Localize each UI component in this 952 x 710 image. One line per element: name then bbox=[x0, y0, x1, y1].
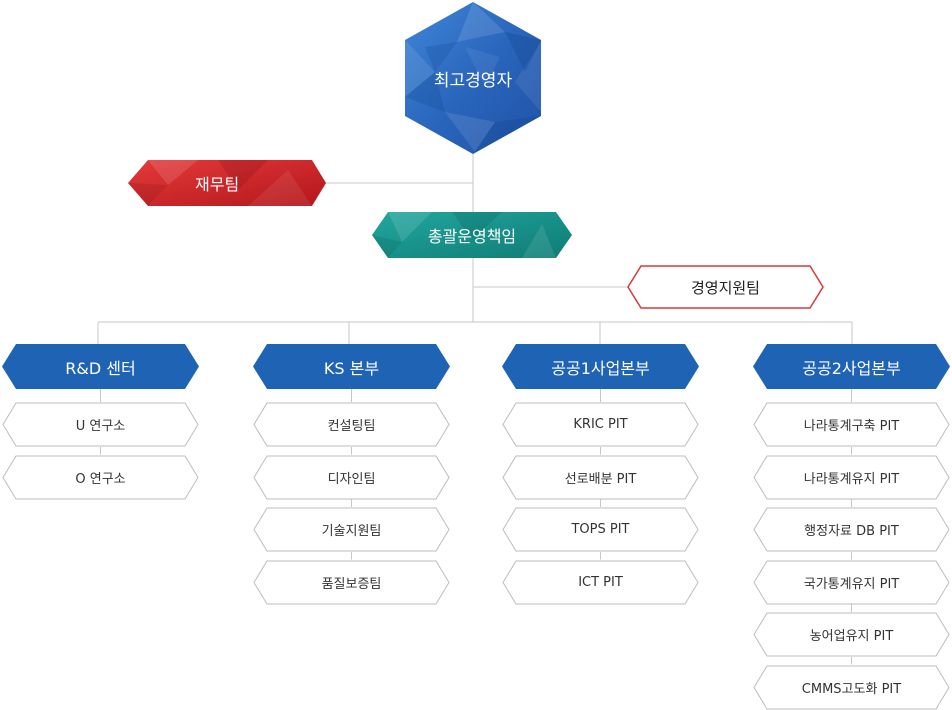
sub-unit-node[interactable]: 디자인팀 bbox=[253, 455, 450, 500]
sub-unit-shape bbox=[253, 560, 450, 604]
dept-label: R&D 센터 bbox=[65, 358, 136, 378]
sub-unit-label: 나라통계유지 PIT bbox=[803, 471, 900, 487]
dept-node-rnd[interactable]: R&D 센터 bbox=[2, 344, 199, 389]
sub-unit-shape bbox=[753, 507, 950, 552]
ceo-hexagon-shape bbox=[405, 2, 541, 154]
coo-shape bbox=[372, 212, 572, 258]
sub-unit-shape bbox=[502, 560, 699, 604]
dept-label: KS 본부 bbox=[323, 358, 380, 378]
sub-unit-label: 디자인팀 bbox=[327, 471, 376, 487]
sub-unit-node[interactable]: 컨설팅팀 bbox=[253, 402, 450, 447]
dept-shape bbox=[502, 344, 699, 389]
dept-node-ks[interactable]: KS 본부 bbox=[253, 344, 450, 389]
sub-unit-node[interactable]: O 연구소 bbox=[2, 455, 199, 500]
sub-unit-shape bbox=[753, 560, 950, 604]
sub-unit-node[interactable]: ICT PIT bbox=[502, 560, 699, 605]
sub-unit-label: KRIC PIT bbox=[573, 417, 628, 432]
sub-unit-node[interactable]: TOPS PIT bbox=[502, 507, 699, 552]
sub-unit-label: 국가통계유지 PIT bbox=[803, 576, 900, 592]
ceo-node[interactable]: 최고경영자 bbox=[405, 2, 541, 154]
sub-unit-shape bbox=[753, 612, 950, 657]
dept-node-public1[interactable]: 공공1사업본부 bbox=[502, 344, 699, 389]
dept-node-public2[interactable]: 공공2사업본부 bbox=[753, 344, 950, 389]
sub-unit-shape bbox=[502, 455, 699, 499]
sub-unit-node[interactable]: 농어업유지 PIT bbox=[753, 612, 950, 657]
sub-unit-shape bbox=[2, 455, 199, 499]
finance-team-node[interactable]: 재무팀 bbox=[128, 160, 326, 206]
sub-unit-label: 농어업유지 PIT bbox=[809, 629, 894, 644]
sub-unit-shape bbox=[753, 455, 950, 499]
dept-shape bbox=[2, 344, 199, 389]
sub-unit-label: 선로배분 PIT bbox=[564, 471, 637, 487]
sub-unit-label: ICT PIT bbox=[578, 574, 623, 590]
dept-shape bbox=[753, 344, 950, 389]
sub-unit-shape bbox=[2, 402, 199, 447]
sub-unit-node[interactable]: U 연구소 bbox=[2, 402, 199, 447]
coo-label: 총괄운영책임 bbox=[427, 227, 517, 246]
support-team-shape bbox=[627, 265, 824, 309]
sub-unit-node[interactable]: 기술지원팀 bbox=[253, 507, 450, 552]
sub-unit-shape bbox=[502, 402, 699, 447]
finance-team-shape bbox=[128, 160, 326, 206]
sub-unit-node[interactable]: 품질보증팀 bbox=[253, 560, 450, 605]
sub-unit-label: 기술지원팀 bbox=[321, 524, 382, 539]
sub-unit-shape bbox=[253, 507, 450, 552]
sub-unit-shape bbox=[753, 402, 950, 447]
finance-team-label: 재무팀 bbox=[195, 175, 240, 194]
dept-label: 공공1사업본부 bbox=[551, 358, 650, 378]
sub-unit-label: 행정자료 DB PIT bbox=[804, 524, 899, 539]
sub-unit-node[interactable]: CMMS고도화 PIT bbox=[753, 665, 950, 710]
sub-unit-shape bbox=[502, 507, 699, 552]
sub-unit-shape bbox=[253, 402, 450, 447]
sub-unit-label: CMMS고도화 PIT bbox=[801, 681, 902, 697]
coo-node[interactable]: 총괄운영책임 bbox=[372, 212, 572, 258]
sub-unit-node[interactable]: KRIC PIT bbox=[502, 402, 699, 447]
sub-unit-node[interactable]: 나라통계구축 PIT bbox=[753, 402, 950, 447]
sub-unit-label: TOPS PIT bbox=[571, 522, 630, 537]
sub-unit-node[interactable]: 선로배분 PIT bbox=[502, 455, 699, 500]
sub-unit-label: 컨설팅팀 bbox=[327, 419, 376, 434]
support-team-node[interactable]: 경영지원팀 bbox=[627, 265, 824, 309]
ceo-label: 최고경영자 bbox=[433, 70, 513, 91]
sub-unit-node[interactable]: 국가통계유지 PIT bbox=[753, 560, 950, 605]
support-team-label: 경영지원팀 bbox=[690, 278, 760, 297]
sub-unit-label: O 연구소 bbox=[75, 471, 126, 487]
sub-unit-shape bbox=[753, 665, 950, 709]
dept-shape bbox=[253, 344, 450, 389]
dept-label: 공공2사업본부 bbox=[802, 358, 901, 378]
sub-unit-node[interactable]: 행정자료 DB PIT bbox=[753, 507, 950, 552]
sub-unit-label: 품질보증팀 bbox=[321, 576, 382, 592]
sub-unit-label: 나라통계구축 PIT bbox=[803, 419, 900, 434]
sub-unit-node[interactable]: 나라통계유지 PIT bbox=[753, 455, 950, 500]
sub-unit-label: U 연구소 bbox=[75, 419, 126, 434]
sub-unit-shape bbox=[253, 455, 450, 499]
